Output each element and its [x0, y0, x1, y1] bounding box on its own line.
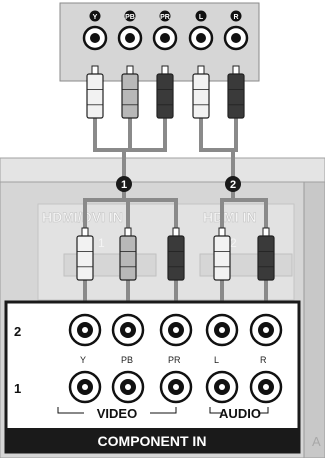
panel-jack-l-row-1-center — [219, 384, 225, 390]
cable-number-2-badge — [225, 176, 241, 192]
hdmi-dvi-label: HDMI/DVI IN — [42, 209, 123, 225]
source-plug-pb-body — [121, 73, 139, 119]
component-in-bar — [6, 428, 299, 452]
tv-panel-top-strip — [0, 157, 325, 183]
panel-jack-y-row-1-center — [82, 384, 88, 390]
panel-jack-r-row-1-center — [263, 384, 269, 390]
panel-jack-pr-row-1-center — [173, 384, 179, 390]
tv-plug-pb-body — [119, 235, 137, 281]
source-plug-r-body — [227, 73, 245, 119]
jack-label-y: Y — [80, 355, 86, 365]
panel-jack-pb-row-2-center — [125, 327, 131, 333]
video-label: VIDEO — [97, 406, 137, 421]
jack-tag-l: L — [199, 14, 204, 21]
source-jack-pr-icon — [160, 33, 170, 43]
component-jacks — [68, 313, 283, 404]
jack-tag-pr: PR — [160, 14, 170, 21]
jack-tag-r: R — [233, 14, 238, 21]
panel-jack-l-row-2-center — [219, 327, 225, 333]
source-plug-y-body — [86, 73, 104, 119]
tv-panel-right-edge — [303, 179, 325, 459]
source-jack-r-icon — [231, 33, 241, 43]
source-jack-y-icon — [90, 33, 100, 43]
jack-tag-l-icon — [195, 10, 207, 22]
jack-label-l: L — [214, 355, 219, 365]
cable-wire-pr — [122, 118, 178, 360]
tv-plug-r-body — [257, 235, 275, 281]
video-bracket — [57, 407, 177, 414]
hdmi-port-1-number: 1 — [98, 236, 105, 250]
source-plug-pr-body — [156, 73, 174, 119]
cables — [76, 65, 275, 364]
cable-number-2: 2 — [230, 179, 236, 191]
jack-label-pb: PB — [121, 355, 133, 365]
row-label-2: 2 — [14, 324, 21, 339]
component-in-label: COMPONENT IN — [98, 433, 207, 449]
jack-label-r: R — [260, 355, 267, 365]
jack-tag-y: Y — [93, 14, 98, 21]
jack-tag-pr-icon — [159, 10, 171, 22]
panel-jack-pr-row-2-center — [173, 327, 179, 333]
tv-plug-l-body — [213, 235, 231, 281]
cable-wire-r — [231, 118, 268, 360]
row-label-1: 1 — [14, 381, 21, 396]
jack-tag-pb: PB — [125, 14, 135, 21]
jack-tag-pb-icon — [124, 10, 136, 22]
hdmi-label: HDMI IN — [203, 209, 257, 225]
jack-tag-y-icon — [89, 10, 101, 22]
panel-jack-pb-row-1-center — [125, 384, 131, 390]
source-plug-l-body — [192, 73, 210, 119]
cable-number-1-badge — [116, 176, 132, 192]
audio-bracket — [209, 407, 269, 414]
tv-plug-pr-body — [167, 235, 185, 281]
jack-tag-r-icon — [230, 10, 242, 22]
jack-label-pr: PR — [168, 355, 181, 365]
hdmi-port-2-number: 2 — [230, 236, 237, 250]
panel-edge-letter: A — [312, 434, 321, 449]
source-jacks: Y PB PR L R — [82, 10, 249, 51]
source-jack-l-icon — [196, 33, 206, 43]
cable-number-1: 1 — [121, 179, 127, 191]
tv-plug-y-body — [76, 235, 94, 281]
panel-jack-y-row-2-center — [82, 327, 88, 333]
audio-label: AUDIO — [219, 406, 261, 421]
panel-jack-r-row-2-center — [263, 327, 269, 333]
source-jack-pb-icon — [125, 33, 135, 43]
